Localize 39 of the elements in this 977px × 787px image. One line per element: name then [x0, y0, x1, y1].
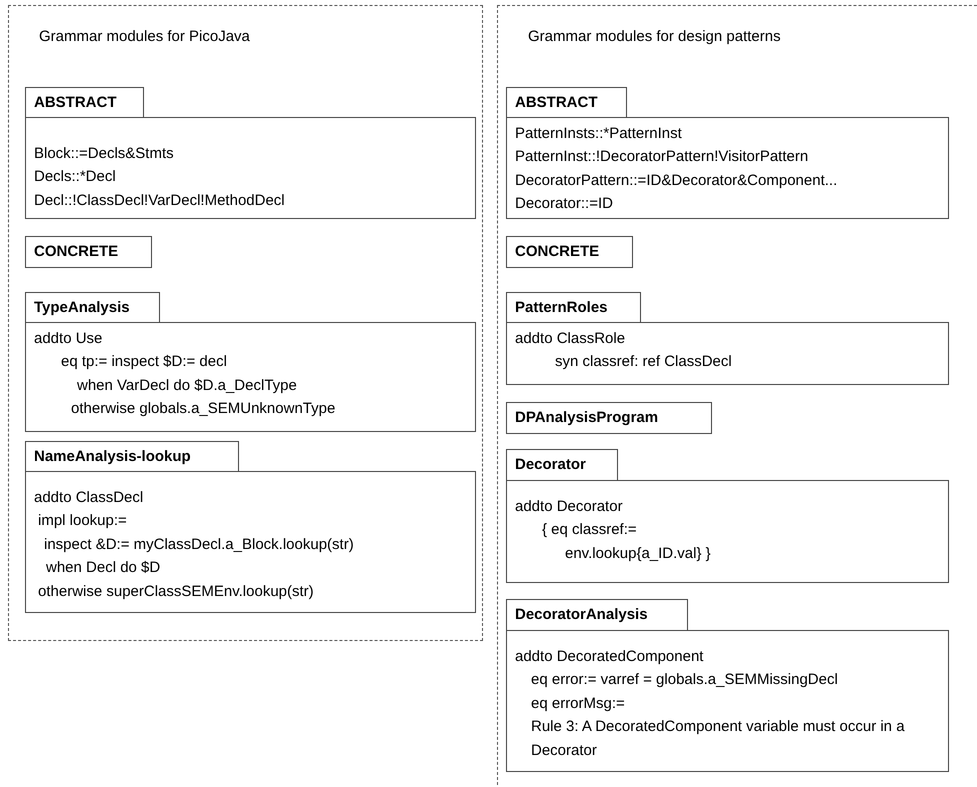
dashed-panel: [8, 5, 483, 641]
code-line: addto Decorator: [515, 496, 624, 516]
module-title-tab: PatternRoles: [506, 292, 641, 323]
code-line: syn classref: ref ClassDecl: [555, 352, 733, 372]
module-title-tab: NameAnalysis-lookup: [25, 441, 239, 472]
module-title-tab: DecoratorAnalysis: [506, 599, 688, 631]
code-line: Decls::*Decl: [34, 167, 117, 187]
code-line: when VarDecl do $D.a_DeclType: [77, 376, 298, 396]
code-line: env.lookup{a_ID.val} }: [565, 544, 712, 564]
code-line: otherwise globals.a_SEMUnknownType: [71, 399, 336, 419]
code-line: impl lookup:=: [38, 511, 128, 531]
panel-title: Grammar modules for design patterns: [528, 28, 781, 45]
code-line: when Decl do $D: [46, 558, 162, 578]
module-title-tab: DPAnalysisProgram: [506, 402, 712, 434]
code-line: inspect &D:= myClassDecl.a_Block.lookup(str): [44, 534, 355, 554]
code-line: addto DecoratedComponent: [515, 646, 704, 666]
code-line: Decl::!ClassDecl!VarDecl!MethodDecl: [34, 190, 286, 210]
module-title-tab: ABSTRACT: [25, 87, 144, 118]
module-title-tab: CONCRETE: [25, 236, 152, 268]
code-line: otherwise superClassSEMEnv.lookup(str): [38, 582, 315, 602]
code-line: addto ClassDecl: [34, 488, 144, 508]
code-line: PatternInsts::*PatternInst: [515, 124, 683, 144]
code-line: { eq classref:=: [542, 520, 638, 540]
code-line: Decorator::=ID: [515, 194, 614, 214]
dashed-panel: [497, 5, 977, 787]
module-title-tab: ABSTRACT: [506, 87, 627, 118]
code-line: Block::=Decls&Stmts: [34, 144, 175, 164]
module-title-tab: Decorator: [506, 449, 618, 481]
code-line: DecoratorPattern::=ID&Decorator&Component...: [515, 170, 838, 190]
code-line: addto Use: [34, 328, 104, 348]
module-title-tab: CONCRETE: [506, 236, 633, 268]
module-title-tab: TypeAnalysis: [25, 292, 160, 323]
code-line: eq errorMsg:=: [531, 694, 626, 714]
code-line: PatternInst::!DecoratorPattern!VisitorPattern: [515, 147, 810, 167]
code-line: addto ClassRole: [515, 328, 626, 348]
code-line: Rule 3: A DecoratedComponent variable must occur in a Decorator: [531, 717, 906, 760]
code-line: eq tp:= inspect $D:= decl: [61, 352, 228, 372]
panel-title: Grammar modules for PicoJava: [39, 28, 250, 45]
code-line: eq error:= varref = globals.a_SEMMissingDecl: [531, 670, 839, 690]
